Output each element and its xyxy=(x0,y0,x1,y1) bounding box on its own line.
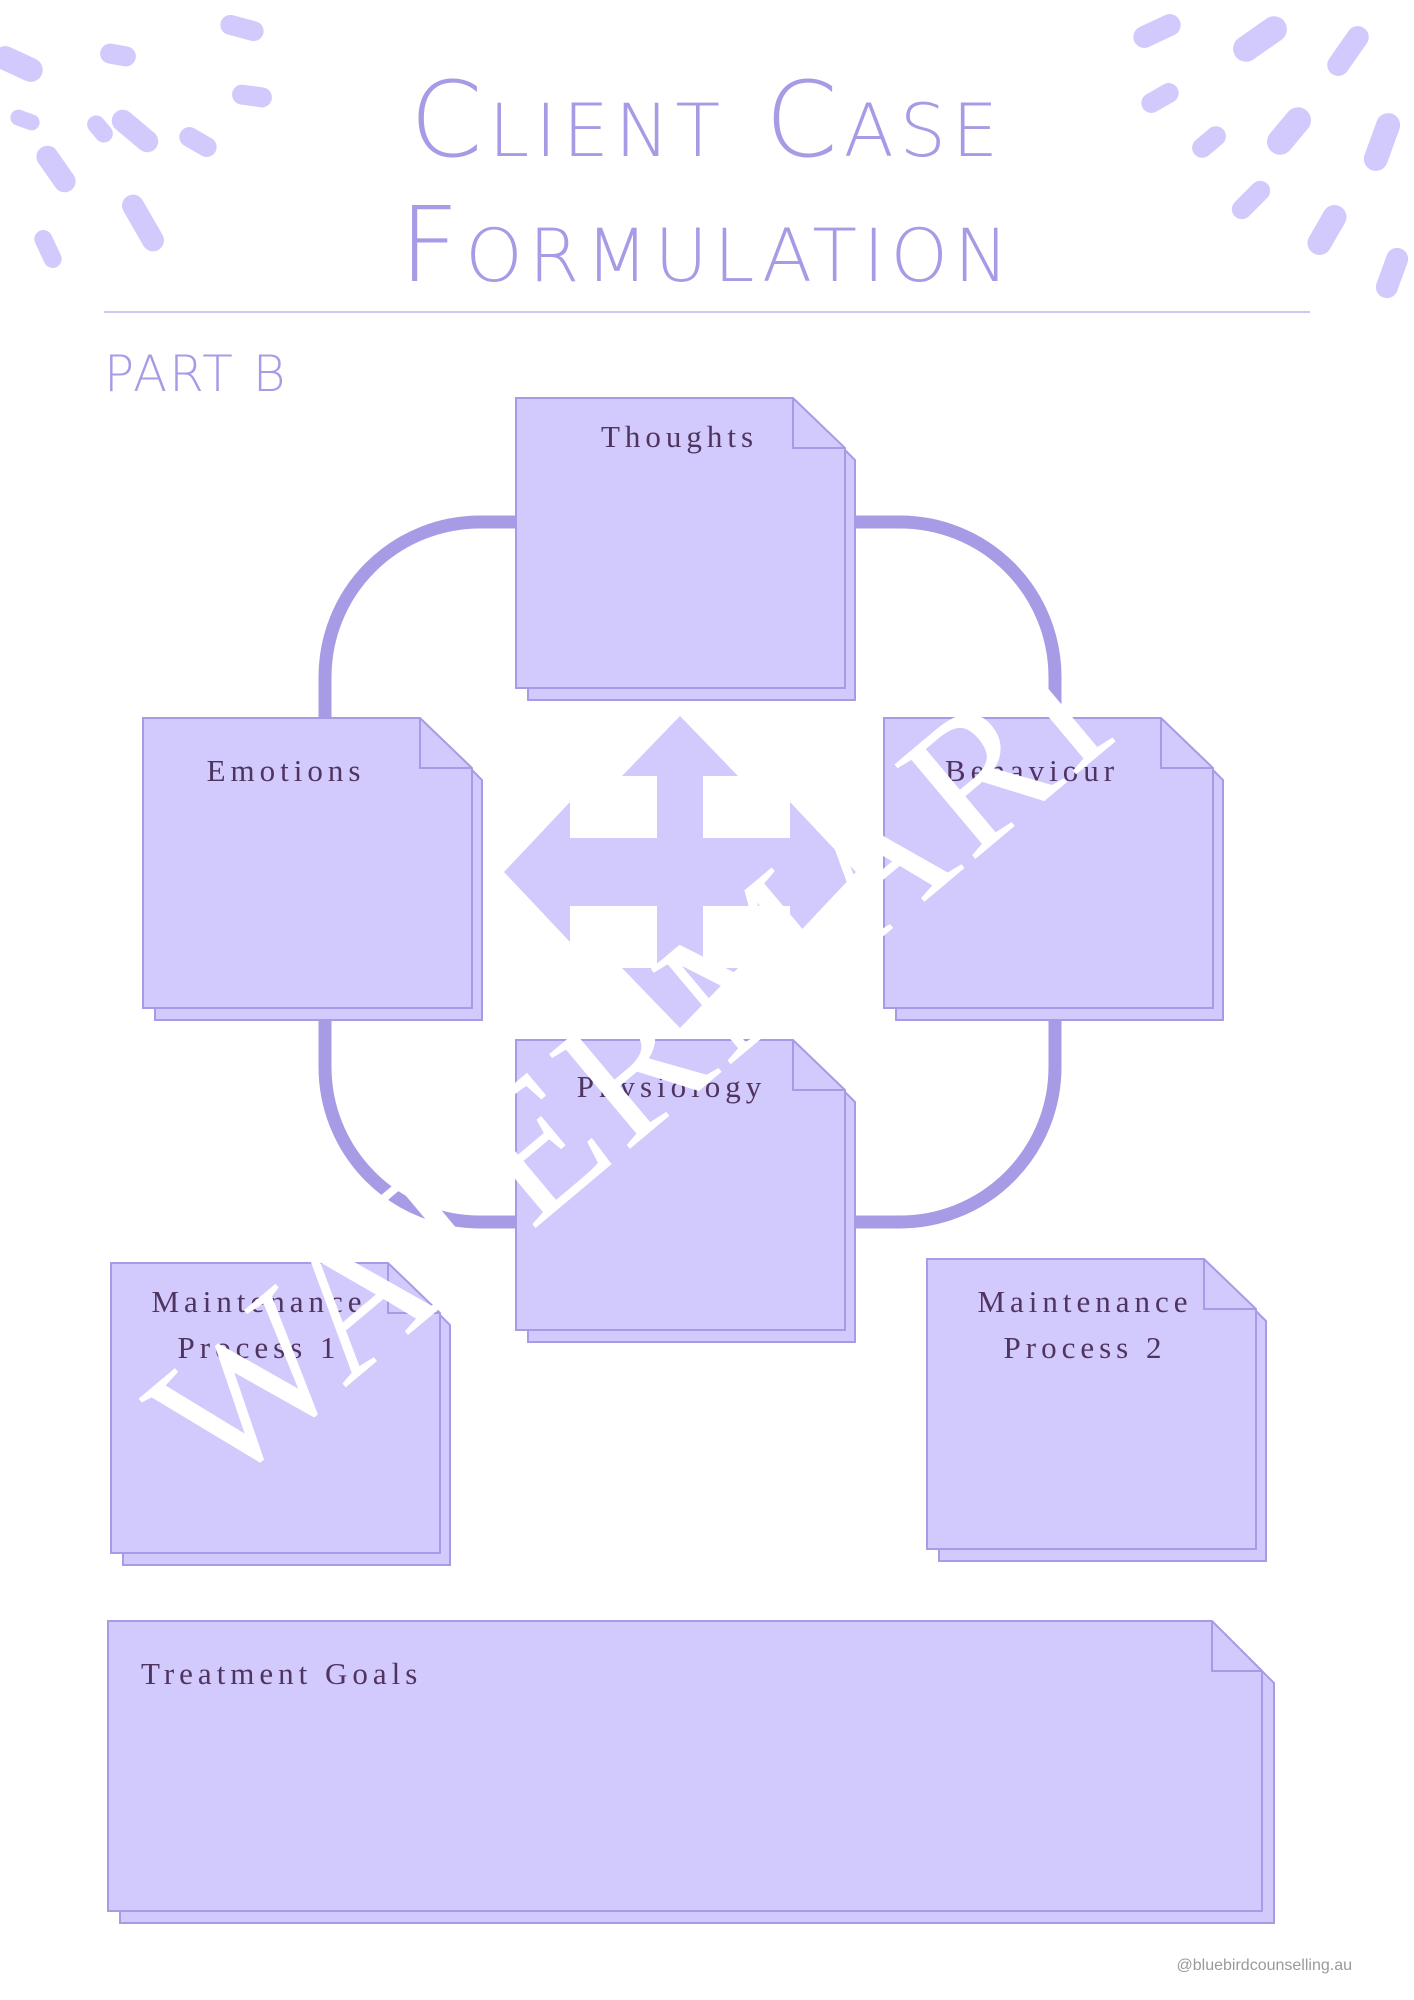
maintenance-1-label-line-2: Process 1 xyxy=(177,1330,341,1365)
physiology-card[interactable]: Physiology xyxy=(514,1038,859,1346)
behaviour-label: Behaviour xyxy=(944,753,1120,788)
maintenance-2-label-line-1: Maintenance xyxy=(977,1284,1193,1319)
emotions-label: Emotions xyxy=(206,753,366,788)
title-divider xyxy=(104,311,1310,313)
maintenance-1-label-line-1: Maintenance xyxy=(151,1284,367,1319)
maintenance-process-1-card[interactable]: Maintenance Process 1 xyxy=(109,1261,454,1569)
thoughts-label: Thoughts xyxy=(600,419,759,454)
maintenance-process-2-card[interactable]: Maintenance Process 2 xyxy=(925,1257,1270,1565)
treatment-goals-label: Treatment Goals xyxy=(141,1656,423,1691)
behaviour-card[interactable]: Behaviour xyxy=(882,716,1227,1024)
physiology-label: Physiology xyxy=(576,1069,767,1104)
treatment-goals-card[interactable]: Treatment Goals xyxy=(106,1619,1278,1927)
watermark-text: WATERMARK xyxy=(110,557,1208,1526)
maintenance-2-label-line-2: Process 2 xyxy=(1003,1330,1167,1365)
emotions-card[interactable]: Emotions xyxy=(141,716,486,1024)
thoughts-card[interactable]: Thoughts xyxy=(514,396,859,704)
part-label: PART B xyxy=(104,345,288,403)
four-way-arrow-icon xyxy=(504,716,856,1028)
page-title-line-1: Client Case xyxy=(409,59,1005,181)
footer-handle: @bluebirdcounselling.au xyxy=(1176,1957,1352,1974)
page-title-line-2: Formulation xyxy=(399,184,1015,306)
